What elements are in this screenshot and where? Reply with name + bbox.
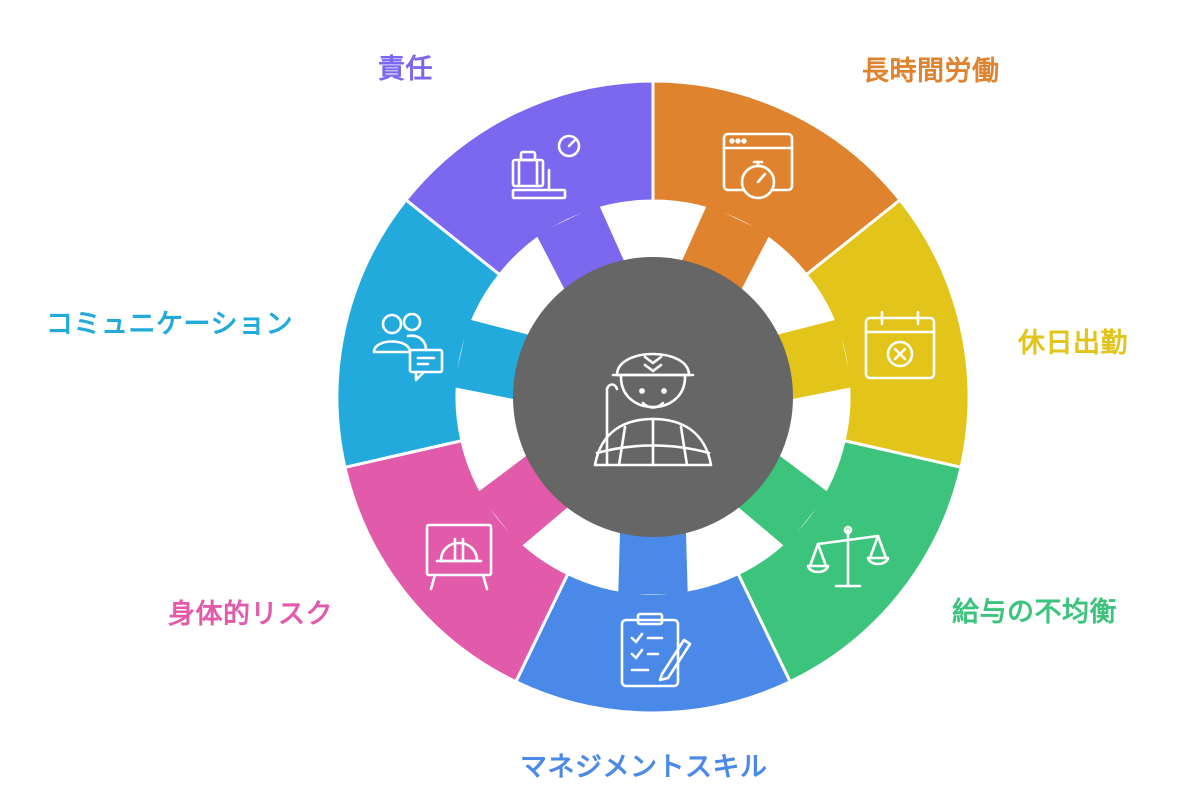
- browser-stopwatch-icon: [722, 132, 794, 200]
- briefcase-gauge-icon: [511, 134, 581, 200]
- hardhat-board-icon: [425, 523, 493, 591]
- center-circle: [513, 257, 793, 537]
- balance-scale-icon: [806, 525, 890, 588]
- segment-label-holiday-work: 休日出勤: [1018, 328, 1128, 359]
- construction-worker-icon: [593, 352, 713, 467]
- calendar-cancel-icon: [864, 310, 936, 380]
- segment-label-physical-risk: 身体的リスク: [168, 599, 333, 630]
- clipboard-pen-icon: [620, 612, 692, 688]
- connector-communication: [453, 319, 532, 400]
- segment-label-responsibility: 責任: [378, 54, 433, 85]
- segment-label-management-skill: マネジメントスキル: [520, 752, 768, 783]
- segment-label-communication: コミュニケーション: [46, 309, 293, 340]
- segment-label-pay-imbalance: 給与の不均衡: [952, 597, 1117, 628]
- connector-holiday-work: [774, 319, 853, 400]
- segment-label-long-working-hours: 長時間労働: [862, 56, 1000, 87]
- people-chat-icon: [372, 312, 444, 382]
- connector-management-skill: [618, 528, 688, 594]
